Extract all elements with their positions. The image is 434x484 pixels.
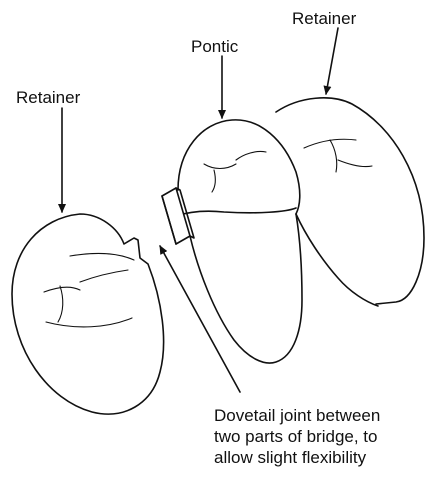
arrow-dovetail-joint	[160, 246, 240, 392]
caption-line-2: two parts of bridge, to	[214, 426, 380, 447]
caption-line-3: allow slight flexibility	[214, 447, 380, 468]
pontic-label: Pontic	[191, 37, 238, 57]
dovetail-caption: Dovetail joint between two parts of brid…	[214, 405, 380, 468]
caption-line-1: Dovetail joint between	[214, 405, 380, 426]
arrow-retainer-right	[326, 28, 338, 94]
retainer-right-label: Retainer	[292, 9, 356, 29]
pontic-tooth	[176, 120, 378, 363]
dovetail-joint	[162, 188, 194, 244]
retainer-left-label: Retainer	[16, 88, 80, 108]
left-retainer-tooth	[12, 214, 164, 414]
right-retainer-tooth	[276, 98, 424, 304]
